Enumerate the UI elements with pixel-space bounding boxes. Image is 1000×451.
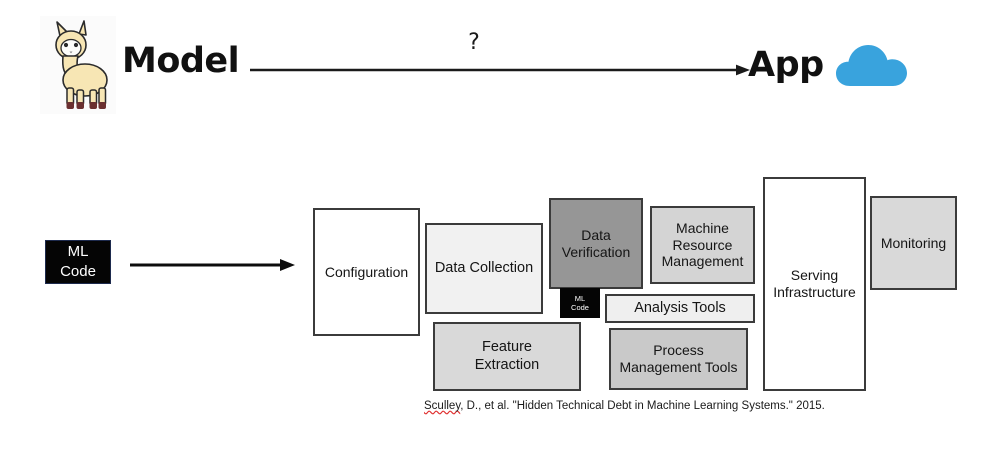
box-serving-infrastructure[interactable]: Serving Infrastructure: [763, 177, 866, 391]
ml-code-source-line2: Code: [60, 263, 96, 280]
citation-author: Sculley: [424, 400, 461, 412]
model-label: Model: [122, 41, 240, 81]
box-ml-code[interactable]: ML Code: [560, 288, 600, 318]
cloud-icon: [836, 40, 908, 90]
box-analysis-tools[interactable]: Analysis Tools: [605, 294, 755, 323]
model-to-app-arrow: [250, 52, 750, 88]
box-configuration[interactable]: Configuration: [313, 208, 420, 336]
box-machine-resource-management[interactable]: Machine Resource Management: [650, 206, 755, 284]
box-data-collection[interactable]: Data Collection: [425, 223, 543, 314]
arrow-question-label: ?: [468, 30, 480, 55]
box-data-verification[interactable]: Data Verification: [549, 198, 643, 289]
llama-icon: [40, 16, 116, 114]
app-label: App: [748, 45, 824, 85]
box-monitoring[interactable]: Monitoring: [870, 196, 957, 290]
ml-code-to-pipeline-arrow: [130, 250, 295, 280]
box-feature-extraction[interactable]: Feature Extraction: [433, 322, 581, 391]
ml-code-source-block: ML Code: [45, 240, 111, 284]
ml-code-source-line1: ML: [67, 243, 89, 260]
citation-rest: , D., et al. "Hidden Technical Debt in M…: [460, 400, 825, 412]
box-process-management-tools[interactable]: Process Management Tools: [609, 328, 748, 390]
citation: Sculley, D., et al. "Hidden Technical De…: [424, 400, 825, 412]
